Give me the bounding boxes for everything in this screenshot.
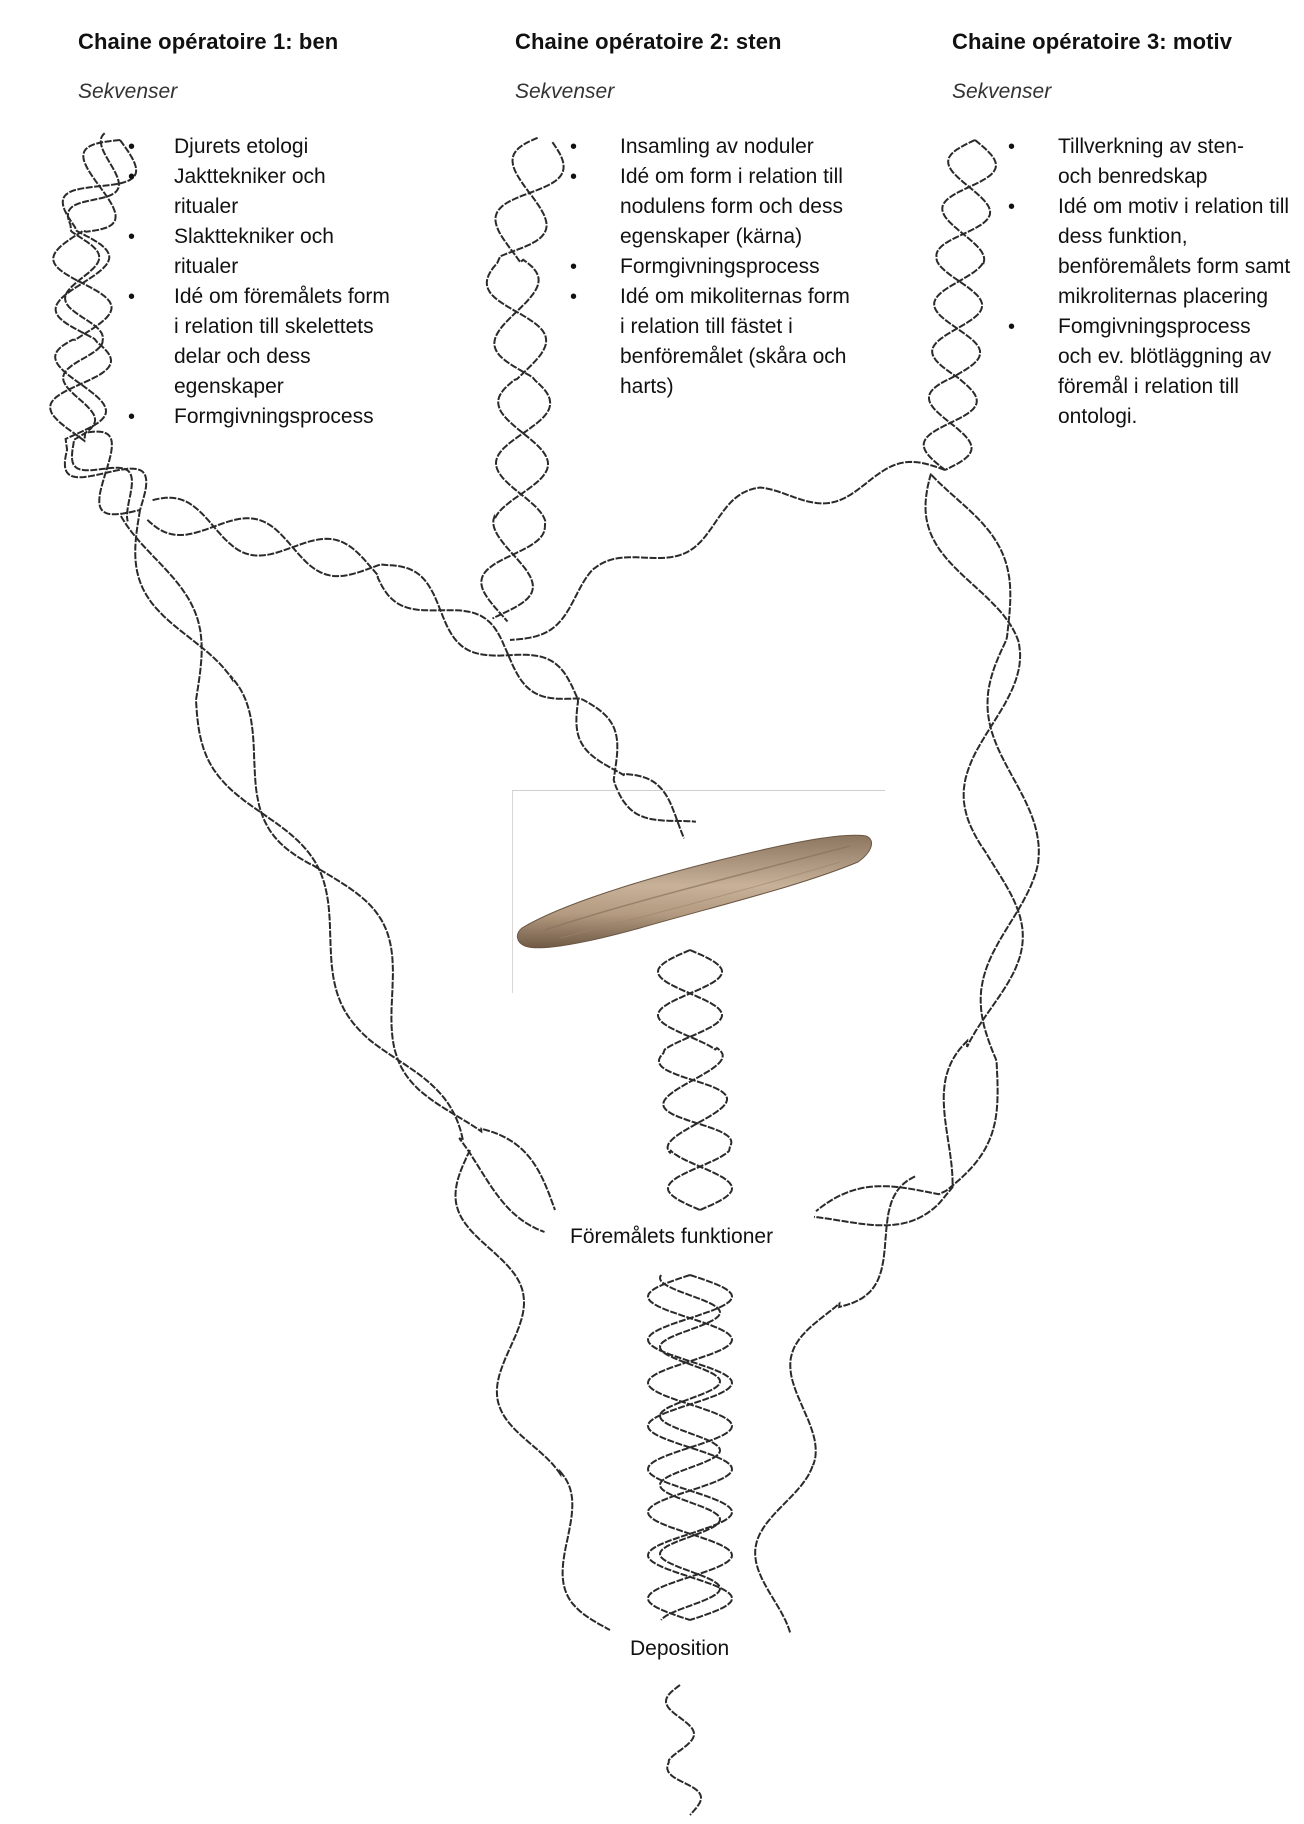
sequence-label-1: Sekvenser — [78, 80, 177, 104]
thread-left-outer — [121, 516, 545, 1232]
functions-node: Föremålets funktioner — [566, 1225, 777, 1249]
list-item: •Idé om form i relation till nodulens fo… — [570, 162, 850, 252]
thread-outer-deposition — [456, 1150, 611, 1630]
chain-title-3: Chaine opératoire 3: motiv — [952, 29, 1232, 55]
deposition-node: Deposition — [626, 1637, 733, 1661]
list-item: •Formgivningsprocess — [128, 402, 418, 432]
sequence-label-2: Sekvenser — [515, 80, 614, 104]
list-item: •Jakttekniker och ritualer — [128, 162, 354, 222]
thread-chain-2 — [487, 138, 548, 619]
thread-chain-3 — [929, 140, 996, 470]
sequence-list-1: •Djurets etologi •Jakttekniker och ritua… — [128, 132, 418, 432]
list-item: •Tillverkning av sten- och benredskap — [1008, 132, 1248, 192]
list-item: •Insamling av noduler — [570, 132, 860, 162]
thread-link-1-2 — [153, 498, 696, 822]
list-item: •Djurets etologi — [128, 132, 418, 162]
sequence-list-2: •Insamling av noduler •Idé om form i rel… — [570, 132, 860, 402]
thread-chain-2 — [481, 142, 563, 621]
list-item: •Idé om motiv i relation till dess funkt… — [1008, 192, 1298, 312]
thread-link-3-2 — [510, 462, 945, 640]
list-item: •Fomgivningsprocess och ev. blötläggning… — [1008, 312, 1288, 432]
photo-frame — [512, 790, 885, 993]
list-item: •Idé om mikoliternas form i relation til… — [570, 282, 850, 402]
list-item: •Formgivningsprocess — [570, 252, 860, 282]
chain-title-2: Chaine opératoire 2: sten — [515, 29, 782, 55]
list-item: •Slakttekniker och ritualer — [128, 222, 364, 282]
sequence-list-3: •Tillverkning av sten- och benredskap •I… — [1008, 132, 1298, 432]
chain-title-1: Chaine opératoire 1: ben — [78, 29, 338, 55]
thread-outer-deposition — [755, 1176, 915, 1632]
thread-left-outer — [135, 510, 555, 1210]
sequence-label-3: Sekvenser — [952, 80, 1051, 104]
list-item: •Idé om föremålets form i relation till … — [128, 282, 394, 402]
thread-tail — [666, 1685, 701, 1815]
